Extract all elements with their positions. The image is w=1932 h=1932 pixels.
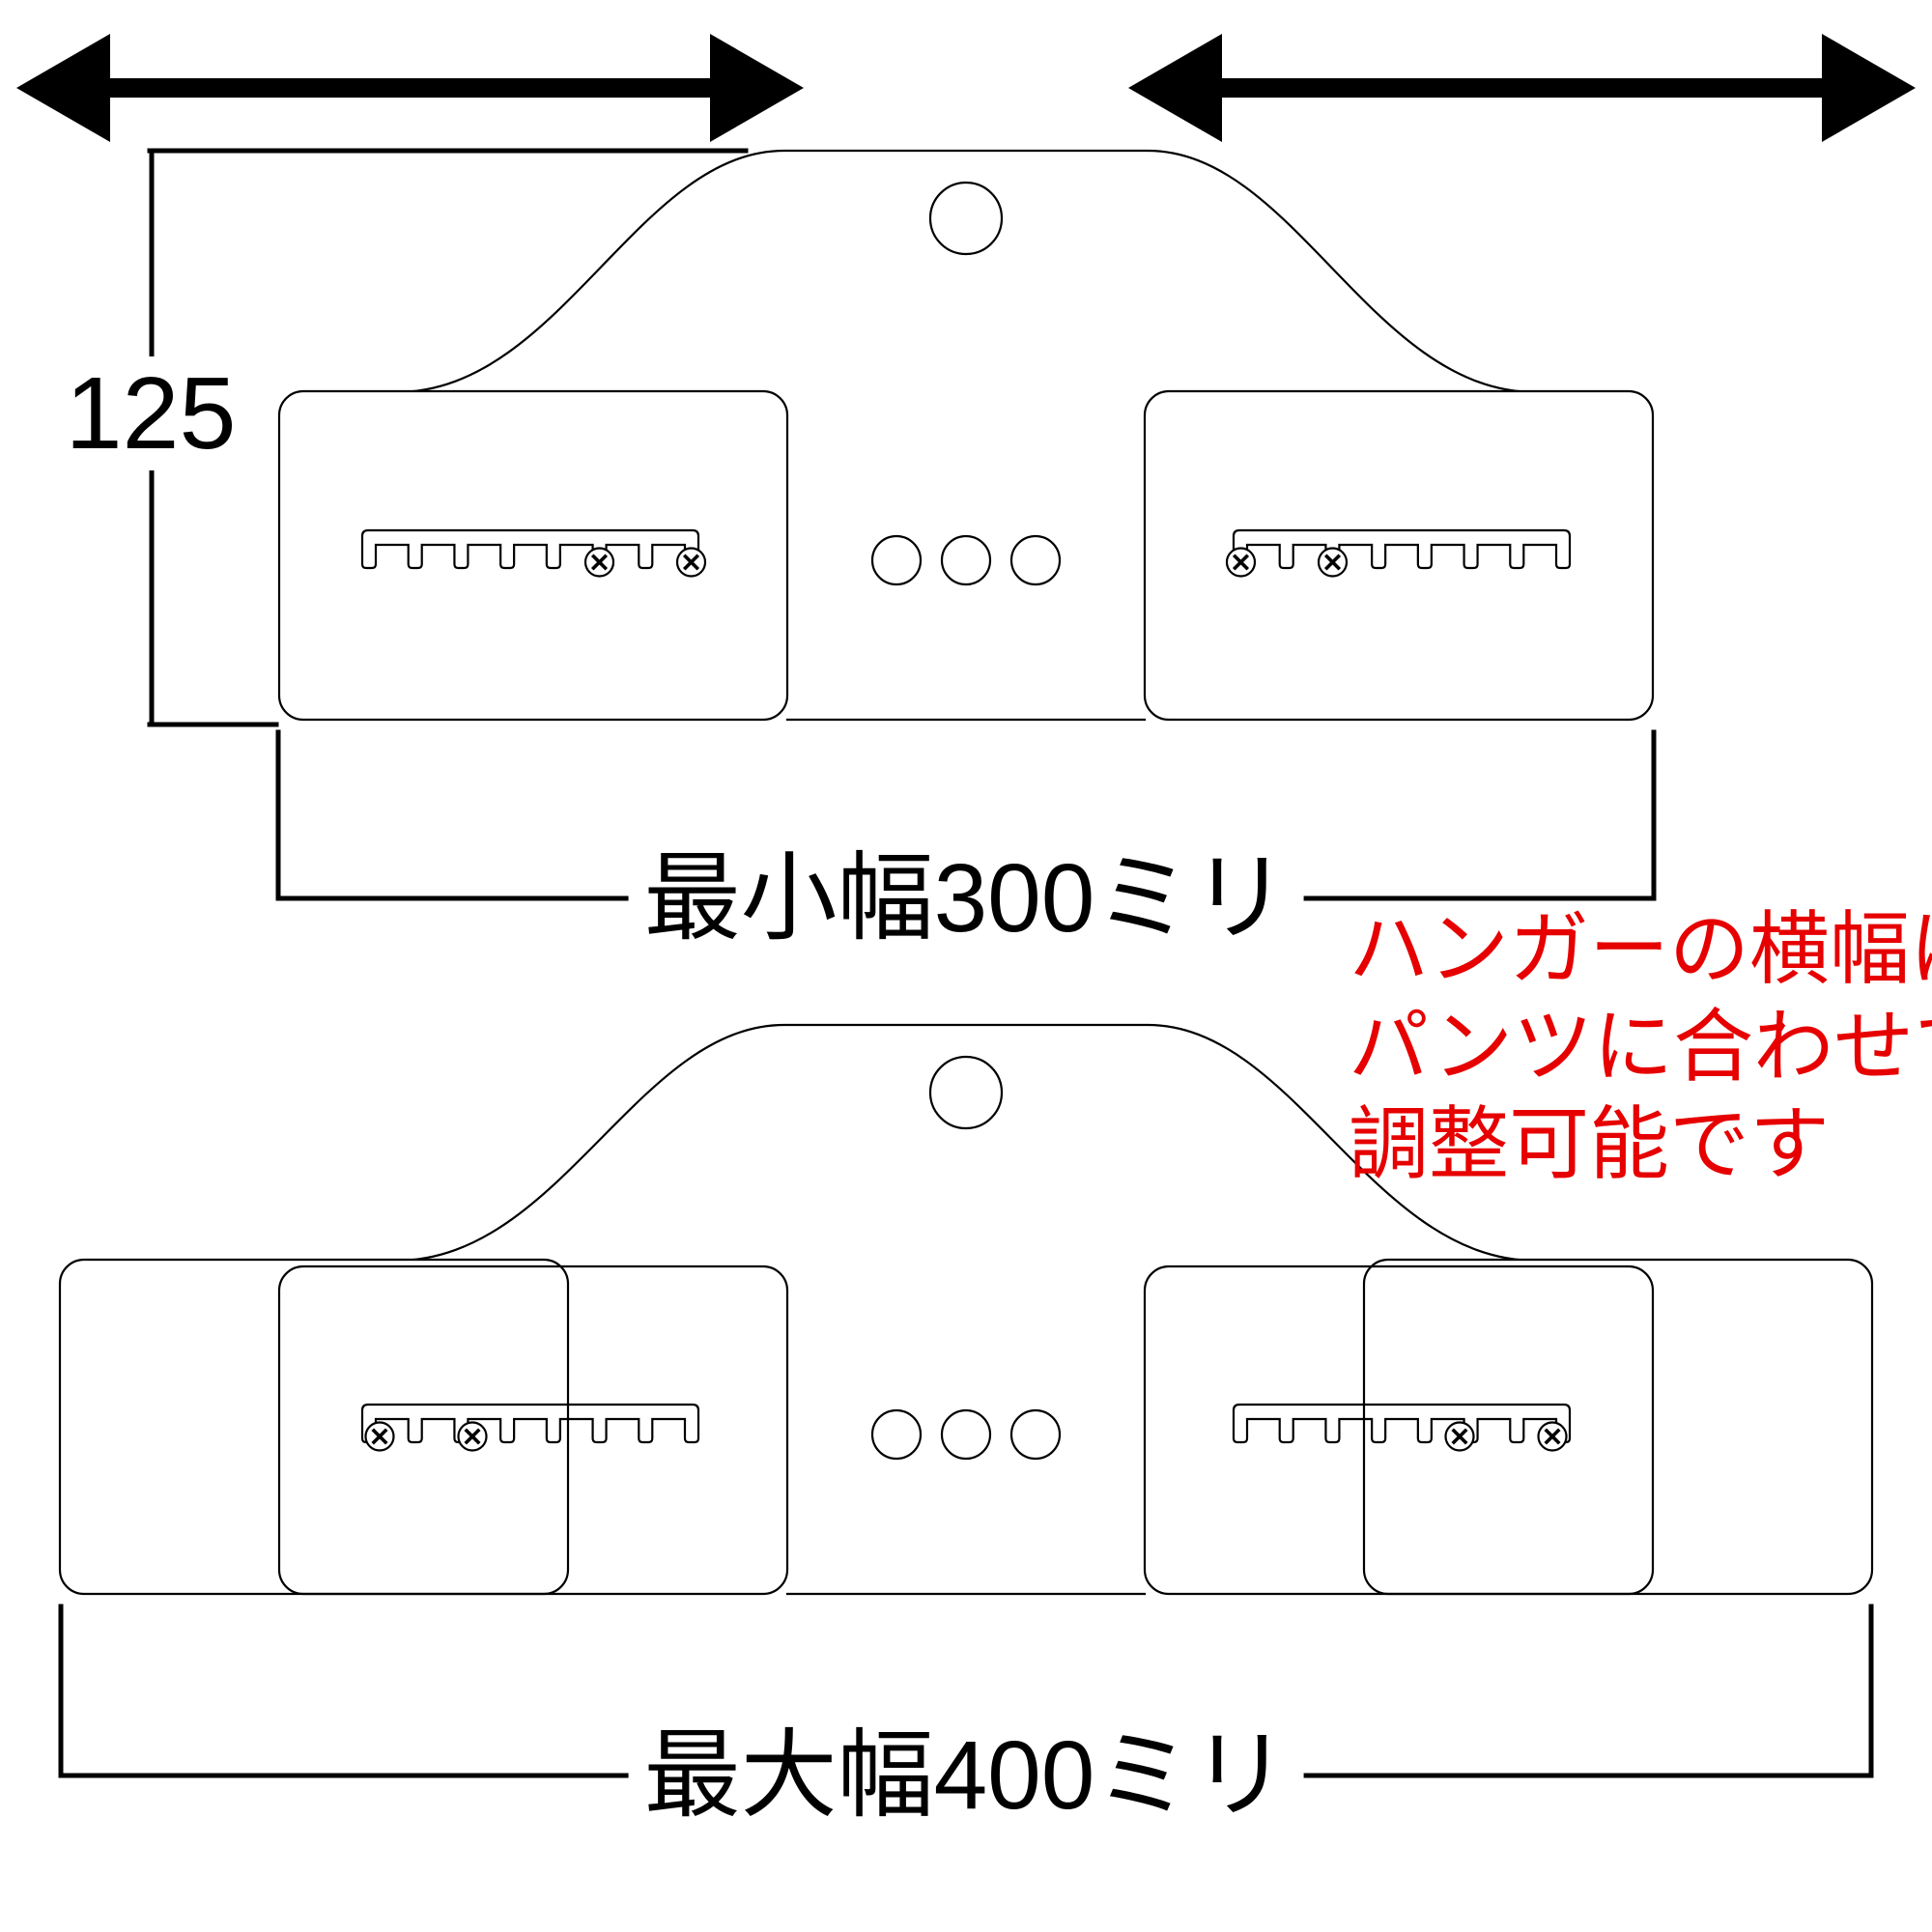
- screw-icon-left-2-x: [682, 554, 700, 571]
- center-hole-2: [940, 1408, 992, 1461]
- max-width-dimension-label: 最大幅400ミリ: [628, 1723, 1304, 1828]
- hook-hole: [928, 1055, 1004, 1130]
- clamp-pad-right: [1362, 1258, 1874, 1596]
- screw-icon-left-1-x: [371, 1428, 388, 1445]
- center-hole-1: [870, 1408, 923, 1461]
- adjustability-note-line3: 調整可能です: [1349, 1099, 1830, 1189]
- adjust-arrow-icon-right: [1128, 34, 1916, 142]
- min-width-dimension-label: 最小幅300ミリ: [628, 846, 1304, 951]
- adjustability-note-line2: パンツに合わせて: [1349, 1002, 1932, 1092]
- hook-hole: [928, 181, 1004, 256]
- screw-icon-left-2-x: [464, 1428, 481, 1445]
- comb-slot-right: [1232, 1403, 1572, 1444]
- hanger-min-width: [277, 149, 1655, 722]
- center-hole-3: [1009, 534, 1062, 586]
- adjustability-note: ハンガーの横幅は パンツに合わせて 調整可能です: [1349, 900, 1932, 1193]
- height-dimension-label: 125: [55, 356, 246, 470]
- center-hole-1: [870, 534, 923, 586]
- body-end-plate-right: [1143, 1264, 1655, 1596]
- hanger-max-width: [58, 1023, 1874, 1596]
- comb-slot-right: [1232, 528, 1572, 570]
- body-end-plate-left: [277, 1264, 789, 1596]
- screw-icon-right-1-x: [1451, 1428, 1468, 1445]
- hanger-body-outline: [395, 149, 1537, 394]
- screw-icon-left-1-x: [590, 554, 609, 571]
- comb-slot-left: [360, 1403, 700, 1444]
- clamp-pad-left: [58, 1258, 570, 1596]
- screw-icon-right-2-x: [1544, 1428, 1561, 1445]
- adjust-arrow-icon-left: [16, 34, 804, 142]
- screw-icon-right-1-x: [1232, 554, 1250, 571]
- hanger-body-outline: [395, 1023, 1537, 1263]
- screw-icon-right-2-x: [1323, 554, 1342, 571]
- clamp-pad-right: [1143, 389, 1655, 722]
- comb-slot-left: [360, 528, 700, 570]
- center-hole-3: [1009, 1408, 1062, 1461]
- clamp-pad-left: [277, 389, 789, 722]
- adjustability-note-line1: ハンガーの横幅は: [1349, 904, 1932, 994]
- center-hole-2: [940, 534, 992, 586]
